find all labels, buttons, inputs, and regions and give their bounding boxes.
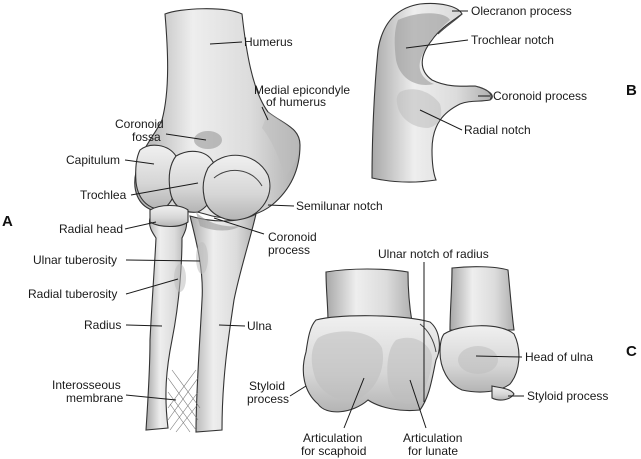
ulnar-styloid-shape	[491, 385, 515, 401]
ulnar-tuberosity-shape	[196, 242, 208, 274]
label-articulation-lunate-line2: for lunate	[408, 444, 458, 458]
distal-radius-bone	[325, 268, 413, 323]
radial-head-shape	[149, 204, 189, 228]
scaphoid-facet-shape	[311, 331, 384, 400]
label-articulation-scaphoid-line1: Articulation	[303, 431, 362, 445]
panel-b-ulna-illustration	[371, 2, 493, 183]
label-coronoid-process-line1: Coronoid	[268, 230, 317, 244]
label-radius: Radius	[84, 318, 121, 332]
label-trochlea: Trochlea	[80, 188, 127, 202]
label-coronoid-fossa-line2: fossa	[132, 130, 161, 144]
label-interosseous-line1: Interosseous	[52, 378, 121, 392]
lunate-facet-shape	[387, 337, 432, 404]
label-coronoid-fossa-line1: Coronoid	[115, 117, 164, 131]
label-medial-epicondyle-line1: Medial epicondyle	[254, 83, 350, 97]
leader-lines	[124, 10, 524, 429]
label-coronoid-process-line2: process	[268, 243, 310, 257]
panel-c-distal-radius-ulna-illustration	[302, 266, 520, 413]
panel-letter-c: C	[626, 343, 637, 360]
label-interosseous-line2: membrane	[66, 391, 124, 405]
label-styloid-process-left-line1: Styloid	[249, 379, 285, 393]
label-styloid-process-left-line2: process	[247, 392, 289, 406]
panel-letter-a: A	[2, 213, 13, 230]
radial-notch-shape	[396, 89, 442, 128]
label-radial-head: Radial head	[59, 222, 123, 236]
label-trochlear-notch: Trochlear notch	[471, 33, 554, 47]
panel-letter-b: B	[626, 82, 637, 99]
label-humerus: Humerus	[244, 35, 293, 49]
coronoid-process-shape	[196, 212, 240, 231]
label-articulation-scaphoid-line2: for scaphoid	[301, 444, 366, 458]
label-semilunar-notch: Semilunar notch	[296, 199, 383, 213]
coronoid-fossa-shape	[194, 131, 222, 149]
label-ulnar-tuberosity: Ulnar tuberosity	[33, 253, 117, 267]
label-coronoid-process-b: Coronoid process	[493, 89, 587, 103]
label-olecranon-process: Olecranon process	[471, 4, 572, 18]
interosseous-membrane-shape	[167, 369, 201, 433]
distal-ulna-bone	[449, 266, 515, 331]
medial-epicondyle-shape	[262, 112, 300, 176]
label-head-of-ulna: Head of ulna	[525, 350, 593, 364]
trochlear-notch-shape	[394, 13, 450, 85]
label-medial-epicondyle-line2: of humerus	[266, 95, 326, 109]
label-radial-notch: Radial notch	[464, 123, 531, 137]
panel-a-elbow-illustration	[134, 8, 301, 433]
ulna-head-facet-shape	[458, 346, 498, 374]
label-styloid-process-right: Styloid process	[527, 389, 608, 403]
label-ulnar-notch-of-radius: Ulnar notch of radius	[378, 247, 489, 261]
label-ulna: Ulna	[247, 319, 272, 333]
radial-tuberosity-shape	[174, 264, 186, 292]
label-capitulum: Capitulum	[66, 153, 120, 167]
label-radial-tuberosity: Radial tuberosity	[28, 287, 117, 301]
label-articulation-lunate-line1: Articulation	[403, 431, 462, 445]
